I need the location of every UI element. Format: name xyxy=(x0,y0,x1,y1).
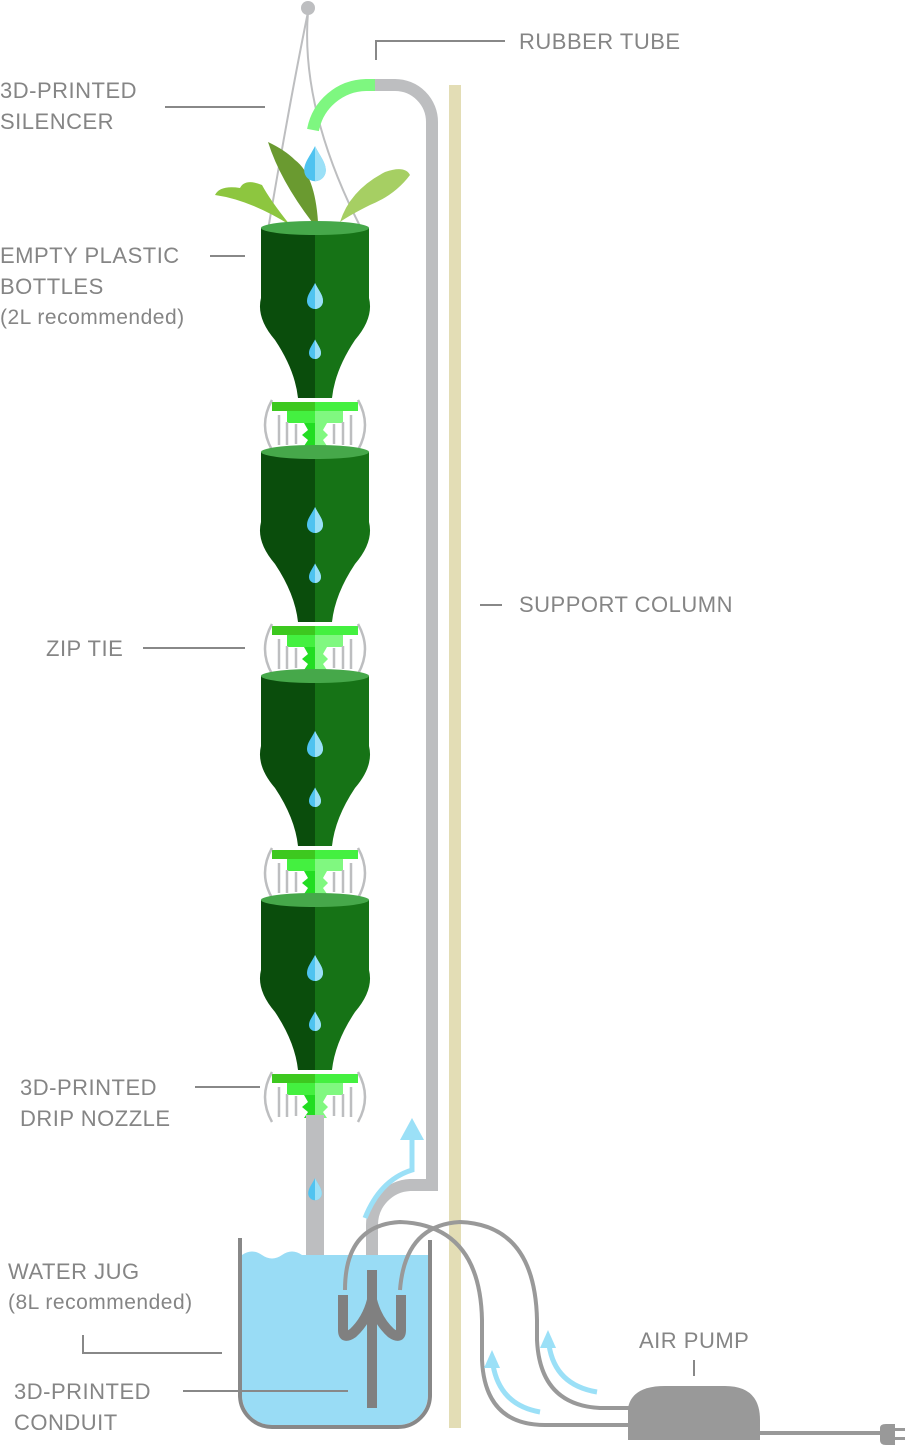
conduit xyxy=(338,1270,406,1408)
water-jug xyxy=(238,1238,432,1429)
water xyxy=(242,1251,428,1425)
plant-icon xyxy=(215,142,410,225)
silencer-icon xyxy=(307,79,375,132)
label-water-jug: WATER JUG(8L recommended) xyxy=(8,1259,193,1314)
label-zip-tie: ZIP TIE xyxy=(46,636,124,661)
label-air-pump: AIR PUMP xyxy=(639,1328,750,1353)
label-support-column: SUPPORT COLUMN xyxy=(519,592,734,617)
rubber-tube xyxy=(365,79,438,1268)
water-drop-icon xyxy=(304,146,326,182)
plug-icon xyxy=(880,1424,905,1445)
label-rubber-tube: RUBBER TUBE xyxy=(519,29,681,54)
air-tubes xyxy=(343,1219,630,1427)
air-pump-icon xyxy=(628,1386,760,1440)
flow-arrows xyxy=(362,1138,598,1415)
bottle-stack xyxy=(260,221,370,1124)
support-column xyxy=(449,85,461,1428)
leader-lines xyxy=(82,40,695,1392)
